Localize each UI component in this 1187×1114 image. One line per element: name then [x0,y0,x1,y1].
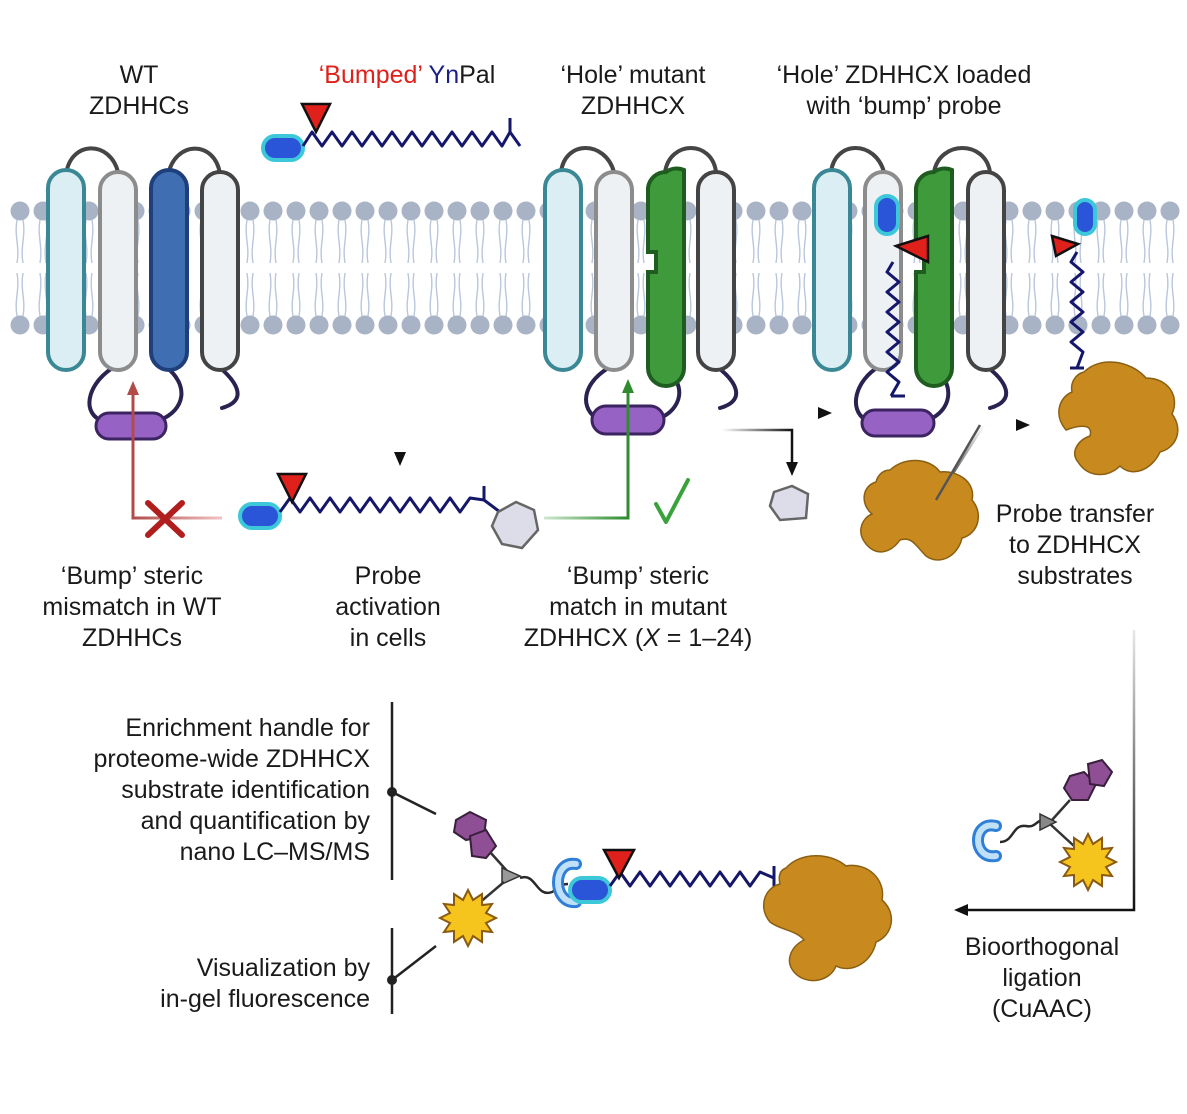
match-line3: ZDHHCX (X = 1–24) [524,624,753,652]
match-line3-b: = 1–24) [660,624,752,652]
enrich-line4: and quantification by [141,807,371,835]
vis-line1: Visualization by [197,954,371,982]
fluorophore-icon [437,887,499,949]
mismatch-line1: ‘Bump’ steric [61,562,203,590]
green-check-icon [654,478,690,524]
ligation-arrow [964,630,1136,912]
alkyne-tag-icon [261,134,305,162]
fluorophore-icon [1057,831,1119,893]
transfer-line1: Probe transfer [996,500,1154,528]
enrich-line5: nano LC–MS/MS [180,838,370,866]
match-line2: match in mutant [549,593,727,621]
vis-line2: in-gel fluorescence [160,985,370,1013]
red-cross-icon [145,500,185,538]
alkyne-tag-icon [874,194,900,236]
hole-mutant-protein [543,146,739,436]
match-arrow [544,388,630,520]
ligation-reagent [972,758,1119,893]
hole-title-line2: ZDHHCX [581,92,685,120]
pentagon-icon [768,484,810,522]
loaded-title-line1: ‘Hole’ ZDHHCX loaded [777,61,1032,89]
probe-title-yn: Yn [429,61,460,89]
loaded-mutant-protein [812,146,1009,438]
bump-triangle-icon [892,234,930,265]
activation-line1: Probe [355,562,422,590]
loaded-title-line2: with ‘bump’ probe [805,92,1001,120]
substrate-protein [1058,361,1179,476]
enrich-line1: Enrichment handle for [125,714,370,742]
probe-title-pal: Pal [459,61,495,89]
mismatch-arrow [131,390,222,520]
enrich-line3: substrate identification [121,776,370,804]
activation-line3: in cells [350,624,426,652]
enrich-line2: proteome-wide ZDHHCX [94,745,371,773]
match-line3-a: ZDHHCX ( [524,624,644,652]
activated-probe [238,472,540,550]
release-arrow [722,428,794,466]
wt-title-line2: ZDHHCs [89,92,189,120]
mismatch-line3: ZDHHCs [82,624,182,652]
match-line1: ‘Bump’ steric [567,562,709,590]
match-line3-x: X [642,624,661,652]
bump-triangle-icon [1050,234,1082,258]
labelled-substrate-product [387,702,893,1014]
bio-line3: (CuAAC) [992,995,1092,1023]
transfer-line2: to ZDHHCX [1009,531,1141,559]
bump-triangle-icon [275,472,309,505]
probe-title: ‘Bumped’ YnPal [319,61,496,89]
alkyne-tag-icon [238,502,282,530]
bump-triangle-icon [299,102,333,135]
hole-title-line1: ‘Hole’ mutant [561,61,706,89]
bio-line2: ligation [1002,964,1081,992]
substrate-protein [860,459,980,561]
bio-line1: Bioorthogonal [965,933,1119,961]
bump-triangle-icon [601,848,637,881]
transfer-line3: substrates [1017,562,1132,590]
transferred-probe [1050,198,1097,370]
activation-line2: activation [335,593,441,621]
alkyne-tag-icon [1073,198,1097,236]
probe-title-bumped: ‘Bumped’ [319,61,422,89]
wt-title-line1: WT [120,61,159,89]
mismatch-line2: mismatch in WT [42,593,221,621]
alkyne-tag-icon [568,876,612,904]
substrate-protein [762,855,893,982]
wt-zdhhc-protein [46,146,240,441]
bumped-ynpal-probe [261,102,522,162]
pentagon-icon [490,500,540,550]
